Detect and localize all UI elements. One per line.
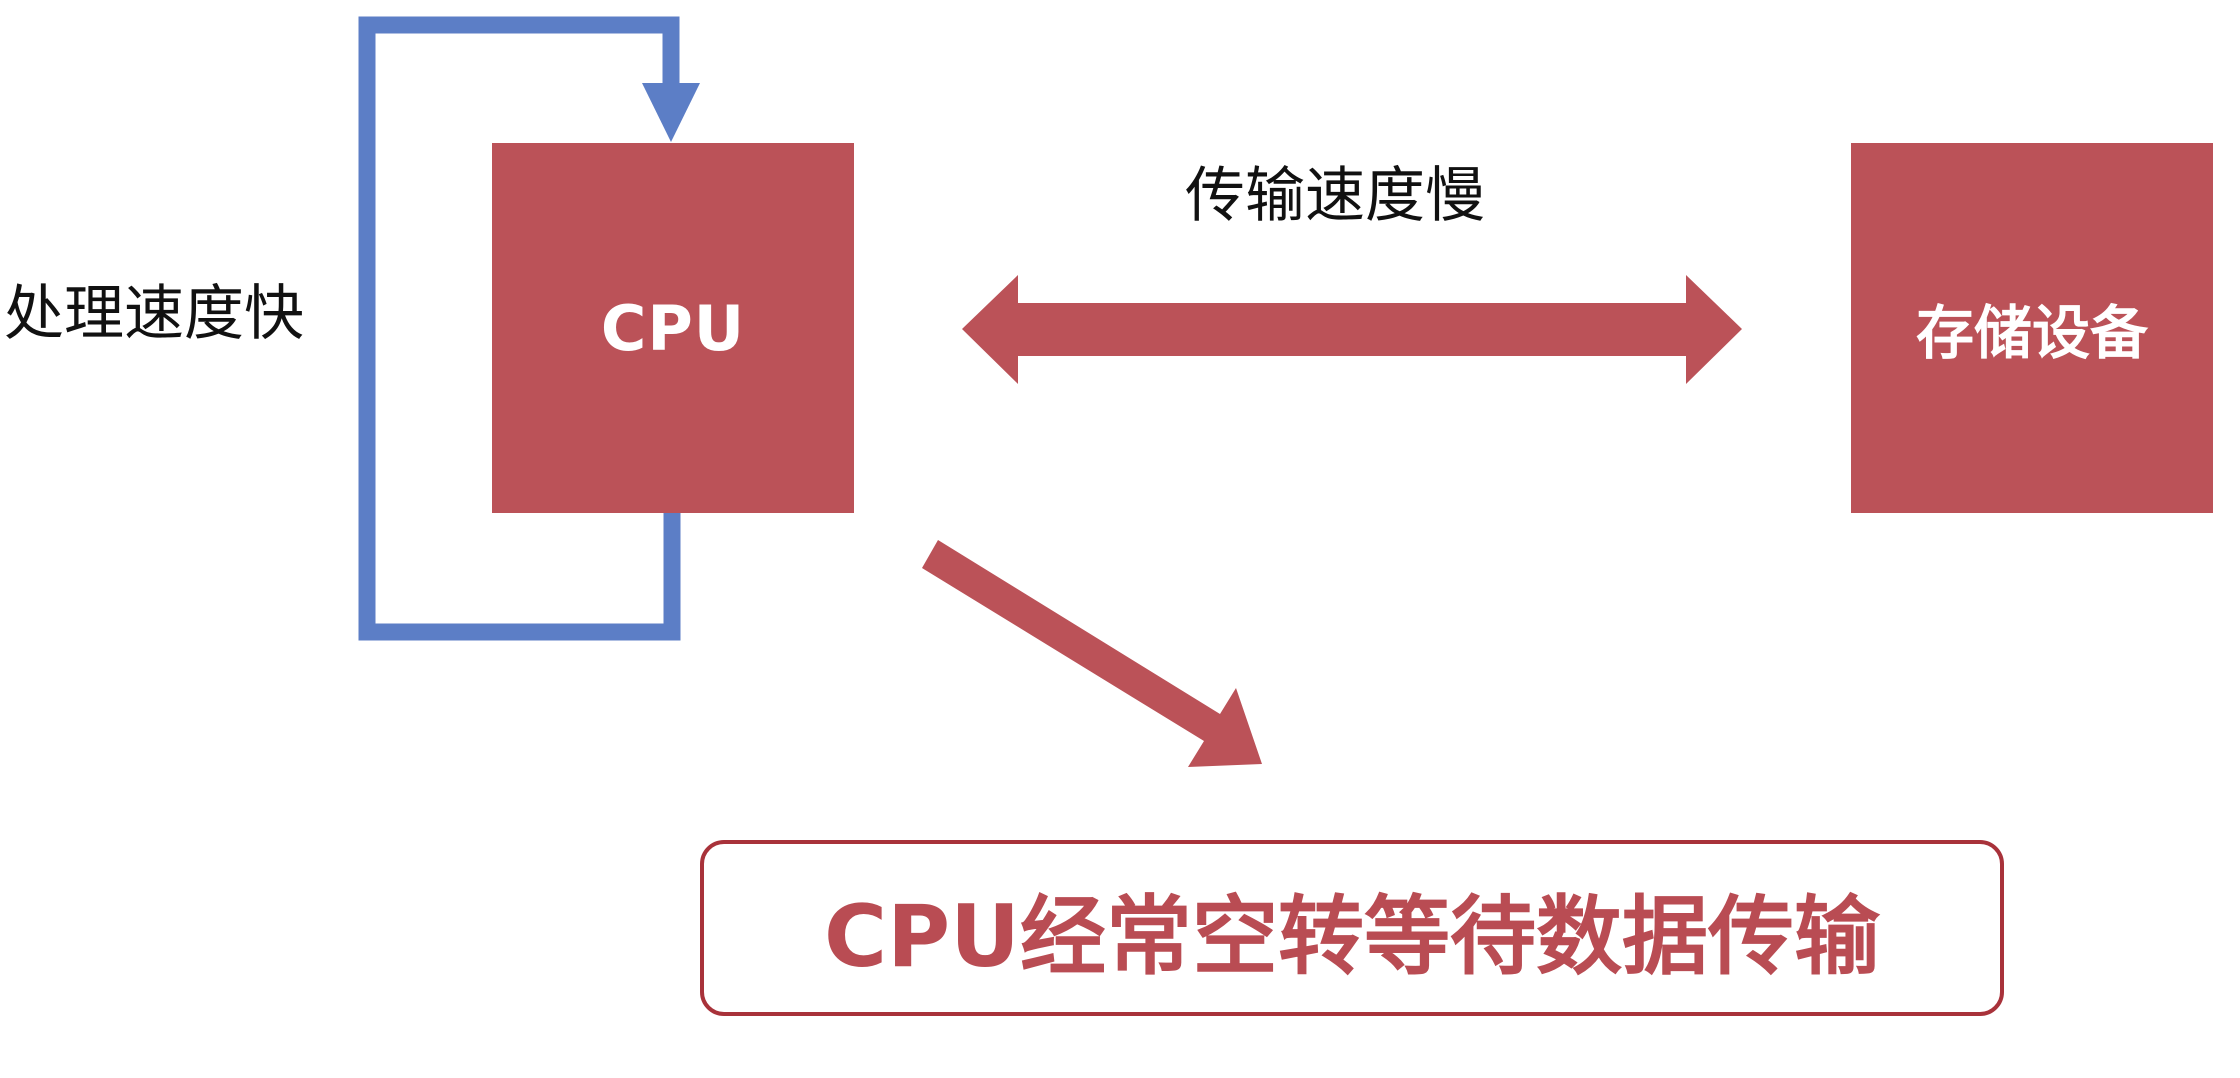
diagonal-arrow xyxy=(922,540,1262,767)
cpu-label: CPU xyxy=(600,291,746,365)
cpu-loop-arrow xyxy=(358,16,681,641)
processing-speed-label: 处理速度快 xyxy=(4,279,304,349)
transfer-speed-label: 传输速度慢 xyxy=(1185,161,1485,231)
storage-box: 存储设备 xyxy=(1851,143,2213,513)
cpu-box: CPU xyxy=(492,143,854,513)
callout-text: CPU经常空转等待数据传输 xyxy=(824,886,1880,987)
transfer-double-arrow xyxy=(962,275,1742,384)
storage-label: 存储设备 xyxy=(1915,299,2148,367)
callout-box: CPU经常空转等待数据传输 xyxy=(700,840,2004,1016)
cpu-loop-arrowhead xyxy=(642,83,700,142)
